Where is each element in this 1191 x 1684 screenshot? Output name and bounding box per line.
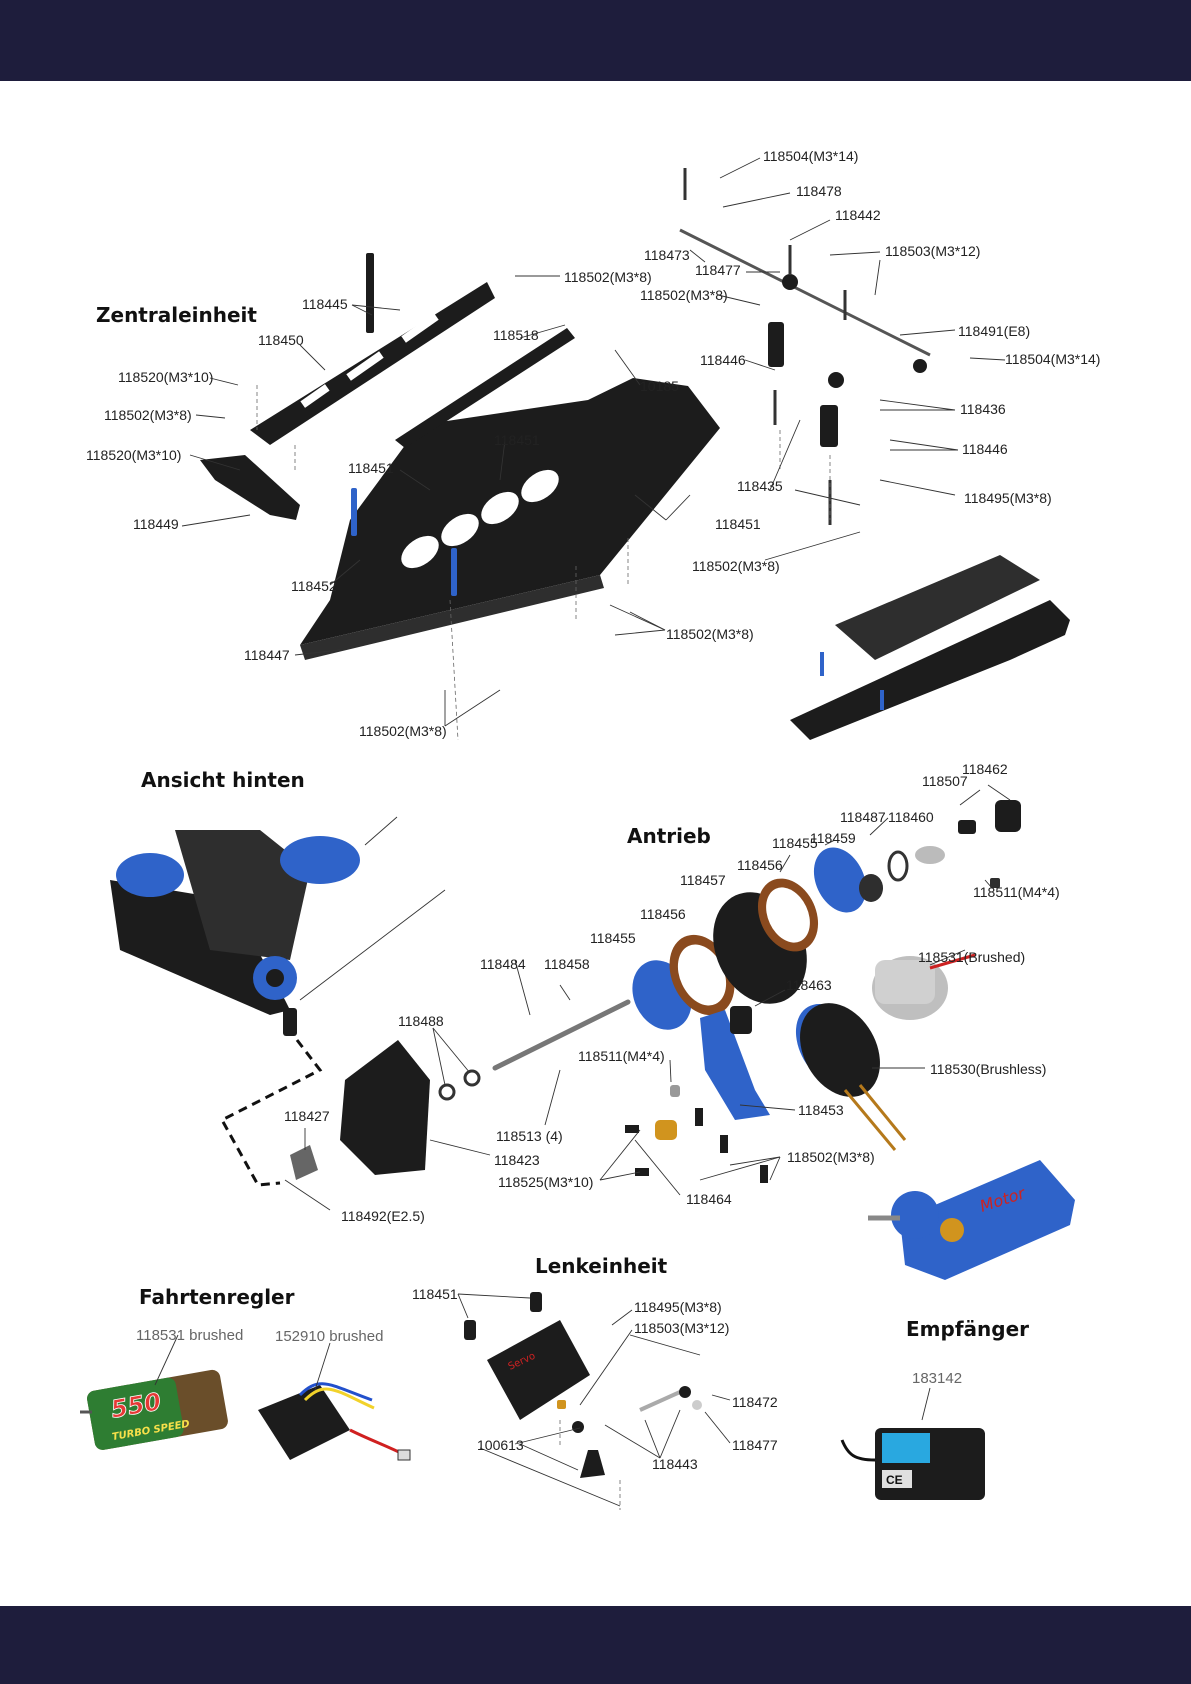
part-label: 118495(M3*8) <box>964 490 1052 506</box>
chassis-brace <box>395 328 575 448</box>
part-label: 118443 <box>652 1456 698 1472</box>
part-label: 100613 <box>477 1437 524 1453</box>
esc-section: 550 TURBO SPEED <box>80 1334 411 1461</box>
part-label: 118446 <box>962 441 1008 457</box>
part-label: 118473 <box>644 247 690 263</box>
receiver-caption: 183142 <box>912 1370 962 1387</box>
part-label: 118520(M3*10) <box>118 369 213 385</box>
part-label: 118502(M3*8) <box>359 723 447 739</box>
svg-text:CE: CE <box>886 1473 903 1487</box>
part-label: 118491(E8) <box>958 323 1030 339</box>
part-label: 118463 <box>786 977 832 993</box>
part-label: 118442 <box>835 207 881 223</box>
part-labels: 118504(M3*14) 118478 118442 118473 11850… <box>86 148 1100 1472</box>
part-label: 118502(M3*8) <box>640 287 728 303</box>
part-label: 118502(M3*8) <box>666 626 754 642</box>
part-label: 118464 <box>686 1191 732 1207</box>
part-label: 118458 <box>544 956 590 972</box>
part-label: 118449 <box>133 516 179 532</box>
part-label: 118477 <box>732 1437 778 1453</box>
part-label: 118435 <box>737 478 783 494</box>
part-label: 118450 <box>258 332 304 348</box>
part-label: 118472 <box>732 1394 778 1410</box>
part-label: 118492(E2.5) <box>341 1208 425 1224</box>
top-deck-plate <box>250 253 495 445</box>
part-label: 118502(M3*8) <box>692 558 780 574</box>
motor-550-caption: 118531 brushed <box>136 1327 243 1344</box>
rear-view-section <box>110 816 446 1187</box>
part-label: 118502(M3*8) <box>787 1149 875 1165</box>
heading-zentraleinheit: Zentraleinheit <box>96 303 257 327</box>
part-label: 118520(M3*10) <box>86 447 181 463</box>
assembled-chassis-view <box>790 555 1070 740</box>
part-label: 118462 <box>962 761 1008 777</box>
part-label: 118455 <box>772 835 818 851</box>
part-label: 118423 <box>494 1152 540 1168</box>
part-label: 118502(M3*8) <box>104 407 192 423</box>
part-label: 118451 <box>494 432 540 448</box>
part-label: 118504(M3*14) <box>1005 351 1100 367</box>
receiver-section: CE <box>840 1387 985 1500</box>
heading-lenkeinheit: Lenkeinheit <box>535 1254 668 1278</box>
steering-linkage <box>679 168 931 525</box>
part-label: 118518 <box>493 327 539 343</box>
part-label: 118451 <box>412 1286 458 1302</box>
part-label: 118513 (4) <box>496 1128 563 1144</box>
esc-caption: 152910 brushed <box>275 1328 383 1345</box>
heading-fahrtenregler: Fahrtenregler <box>139 1285 295 1309</box>
part-label: 118487 <box>840 809 886 825</box>
part-label: 118531(Brushed) <box>918 949 1025 965</box>
bumper-bracket <box>200 455 300 520</box>
part-label: 118488 <box>398 1013 444 1029</box>
drivetrain-section: Motor <box>284 784 1075 1280</box>
part-label: 10185 <box>640 378 679 394</box>
part-label: 118455 <box>590 930 636 946</box>
part-label: 118452 <box>291 578 337 594</box>
part-label: 118502(M3*8) <box>564 269 652 285</box>
part-label: 118457 <box>680 872 726 888</box>
part-label: 118451 <box>348 460 394 476</box>
part-label: 118511(M4*4) <box>973 884 1060 900</box>
part-label: 118456 <box>737 857 783 873</box>
header-band <box>0 0 1191 81</box>
part-label: 118477 <box>695 262 741 278</box>
part-label: 118504(M3*14) <box>763 148 858 164</box>
part-label: 118503(M3*12) <box>885 243 980 259</box>
part-label: 118459 <box>810 830 856 846</box>
part-label: 118451 <box>715 516 761 532</box>
part-label: 118525(M3*10) <box>498 1174 593 1190</box>
part-label: 118436 <box>960 401 1006 417</box>
heading-ansicht-hinten: Ansicht hinten <box>141 768 305 792</box>
main-chassis-plate <box>300 378 720 660</box>
central-unit-section <box>181 157 1070 741</box>
part-label: 118484 <box>480 956 526 972</box>
part-label: 118511(M4*4) <box>578 1048 665 1064</box>
heading-antrieb: Antrieb <box>627 824 711 848</box>
part-label: 118530(Brushless) <box>930 1061 1046 1077</box>
part-label: 118445 <box>302 296 348 312</box>
footer-band <box>0 1606 1191 1684</box>
part-label: 118447 <box>244 647 290 663</box>
part-label: 118427 <box>284 1108 330 1124</box>
esc-152910 <box>258 1382 411 1461</box>
part-label: 118453 <box>798 1102 844 1118</box>
part-label: 118460 <box>888 809 934 825</box>
part-label: 118478 <box>796 183 842 199</box>
part-label: 118495(M3*8) <box>634 1299 722 1315</box>
part-label: 118446 <box>700 352 746 368</box>
part-label: 118503(M3*12) <box>634 1320 729 1336</box>
motor-550: 550 TURBO SPEED <box>80 1369 228 1450</box>
part-label: 118507 <box>922 773 968 789</box>
heading-empfaenger: Empfänger <box>906 1317 1029 1341</box>
part-label: 118456 <box>640 906 686 922</box>
steering-section: Servo <box>457 1292 731 1510</box>
